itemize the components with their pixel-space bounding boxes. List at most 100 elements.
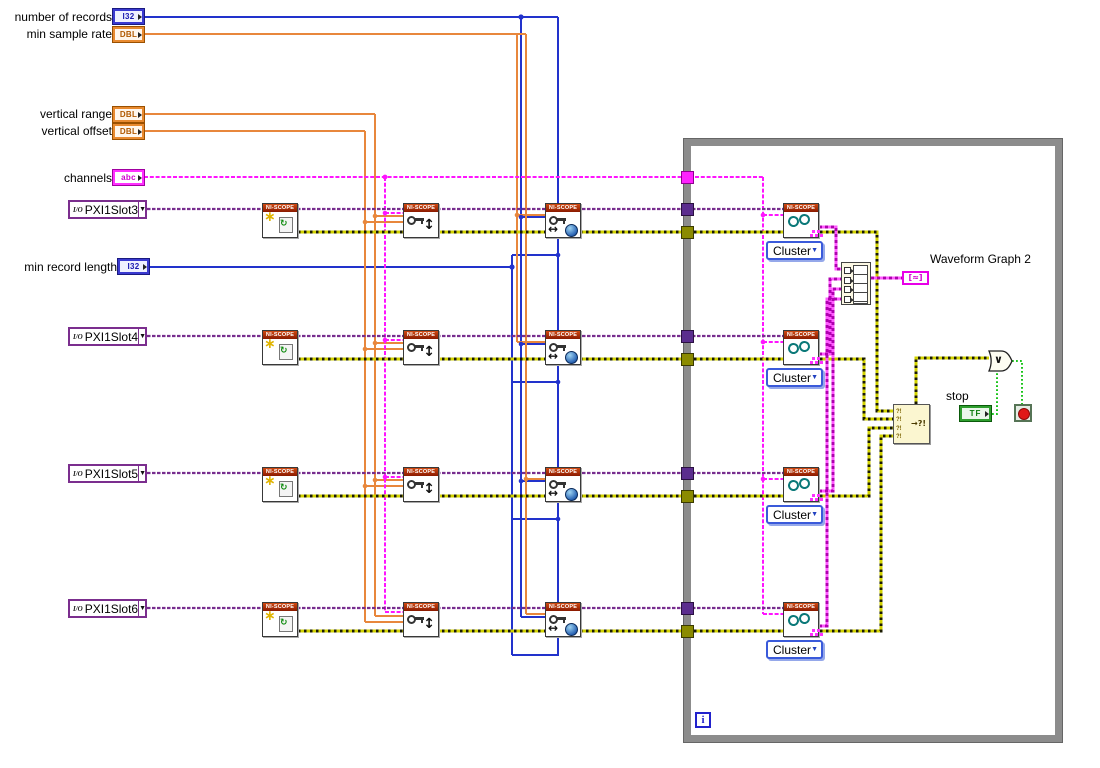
number-of-records-terminal[interactable]: I32 [112,8,145,25]
niscope-configure-horizontal-vi-4[interactable]: NI-SCOPE ↔ [545,602,581,637]
configure-horizontal-icon: ↔ [546,339,580,365]
merge-errors-node[interactable]: ?! ?! ?! ?! →?! [893,404,930,444]
stop-terminal[interactable]: TF [959,405,992,422]
glasses-icon [797,212,812,227]
niscope-configure-vertical-vi-2[interactable]: NI-SCOPE ↕ [403,330,439,365]
pxi1slot6-selector[interactable]: I/O PXI1Slot6 ▼ [68,599,147,618]
vertical-range-terminal[interactable]: DBL [112,106,145,123]
dropdown-arrow-icon[interactable]: ▼ [138,329,146,344]
dropdown-arrow-icon[interactable]: ▼ [811,374,818,381]
niscope-initialize-vi-3[interactable]: NI-SCOPE ∗↻ [262,467,298,502]
glasses-icon [797,476,812,491]
or-gate[interactable]: ∨ [987,349,1014,373]
horizontal-arrows-icon: ↔ [548,222,559,236]
niscope-configure-horizontal-vi-3[interactable]: NI-SCOPE ↔ [545,467,581,502]
min-sample-rate-terminal[interactable]: DBL [112,26,145,43]
vertical-arrows-icon: ↕ [423,217,435,233]
build-array-node[interactable] [841,262,871,305]
io-icon: I/O [73,604,83,613]
loop-iteration-terminal[interactable]: i [695,712,711,728]
niscope-banner: NI-SCOPE [784,204,818,212]
tunnel-error-4 [681,625,694,638]
vertical-arrows-icon: ↕ [423,481,435,497]
waveform-graph2-terminal[interactable]: [≈] [902,271,929,285]
niscope-initialize-vi-1[interactable]: NI-SCOPE ∗↻ [262,203,298,238]
terminal-type: abc [121,172,136,182]
tunnel-error-1 [681,226,694,239]
niscope-configure-horizontal-vi-2[interactable]: NI-SCOPE ↔ [545,330,581,365]
terminal-type: DBL [119,109,138,119]
output-arrow-icon [985,410,989,417]
cluster-selector-4[interactable]: Cluster ▼ [766,640,823,659]
cluster-dots-icon [810,234,813,237]
pxi1slot4-value: PXI1Slot4 [84,329,139,344]
min-record-length-terminal[interactable]: I32 [117,258,150,275]
niscope-banner: NI-SCOPE [263,331,297,339]
terminal-type: DBL [119,126,138,136]
star-icon: ∗ [264,473,276,489]
dropdown-arrow-icon[interactable]: ▼ [138,202,146,217]
dropdown-arrow-icon[interactable]: ▼ [811,511,818,518]
error-in-glyph: ?! [896,434,902,440]
dropdown-arrow-icon[interactable]: ▼ [811,646,818,653]
vertical-arrows-icon: ↕ [423,344,435,360]
tunnel-error-3 [681,490,694,503]
clock-icon [565,224,578,237]
niscope-banner: NI-SCOPE [404,331,438,339]
initialize-icon: ∗↻ [263,608,297,637]
initialize-icon: ∗↻ [263,209,297,238]
niscope-banner: NI-SCOPE [784,468,818,476]
cluster-selector-2[interactable]: Cluster ▼ [766,368,823,387]
terminal-type: DBL [119,29,138,39]
channels-terminal[interactable]: abc [112,169,145,186]
clock-icon [565,351,578,364]
cluster-selector-value: Cluster [773,642,812,657]
io-icon: I/O [73,205,83,214]
number-of-records-label: number of records [14,10,112,24]
niscope-initialize-vi-2[interactable]: NI-SCOPE ∗↻ [262,330,298,365]
cluster-selector-value: Cluster [773,370,812,385]
niscope-banner: NI-SCOPE [404,468,438,476]
key-icon [407,343,424,352]
niscope-configure-vertical-vi-1[interactable]: NI-SCOPE ↕ [403,203,439,238]
clock-icon [565,623,578,636]
configure-horizontal-icon: ↔ [546,611,580,637]
fetch-icon [784,476,818,502]
cluster-dots-icon [810,633,813,636]
array-input-icon [844,296,854,303]
niscope-configure-vertical-vi-3[interactable]: NI-SCOPE ↕ [403,467,439,502]
horizontal-arrows-icon: ↔ [548,349,559,363]
fetch-icon [784,611,818,637]
niscope-initialize-vi-4[interactable]: NI-SCOPE ∗↻ [262,602,298,637]
dropdown-arrow-icon[interactable]: ▼ [138,466,146,481]
niscope-configure-vertical-vi-4[interactable]: NI-SCOPE ↕ [403,602,439,637]
niscope-fetch-vi-2[interactable]: NI-SCOPE [783,330,819,365]
error-in-glyph: ?! [896,417,902,423]
while-loop[interactable] [683,138,1063,743]
star-icon: ∗ [264,209,276,225]
niscope-fetch-vi-4[interactable]: NI-SCOPE [783,602,819,637]
cluster-selector-1[interactable]: Cluster ▼ [766,241,823,260]
niscope-configure-horizontal-vi-1[interactable]: NI-SCOPE ↔ [545,203,581,238]
pxi1slot5-selector[interactable]: I/O PXI1Slot5 ▼ [68,464,147,483]
vertical-offset-terminal[interactable]: DBL [112,123,145,140]
star-icon: ∗ [264,608,276,624]
initialize-icon: ∗↻ [263,336,297,365]
loop-condition-terminal[interactable] [1014,404,1032,422]
dropdown-arrow-icon[interactable]: ▼ [811,247,818,254]
cluster-selector-3[interactable]: Cluster ▼ [766,505,823,524]
min-sample-rate-label: min sample rate [26,27,112,41]
tunnel-visa-3 [681,467,694,480]
output-arrow-icon [138,111,142,118]
niscope-fetch-vi-1[interactable]: NI-SCOPE [783,203,819,238]
dropdown-arrow-icon[interactable]: ▼ [138,601,146,616]
tunnel-visa-2 [681,330,694,343]
error-out-glyph: →?! [911,419,926,428]
niscope-banner: NI-SCOPE [263,603,297,611]
pxi1slot3-selector[interactable]: I/O PXI1Slot3 ▼ [68,200,147,219]
page-icon: ↻ [279,344,293,360]
pxi1slot4-selector[interactable]: I/O PXI1Slot4 ▼ [68,327,147,346]
niscope-fetch-vi-3[interactable]: NI-SCOPE [783,467,819,502]
